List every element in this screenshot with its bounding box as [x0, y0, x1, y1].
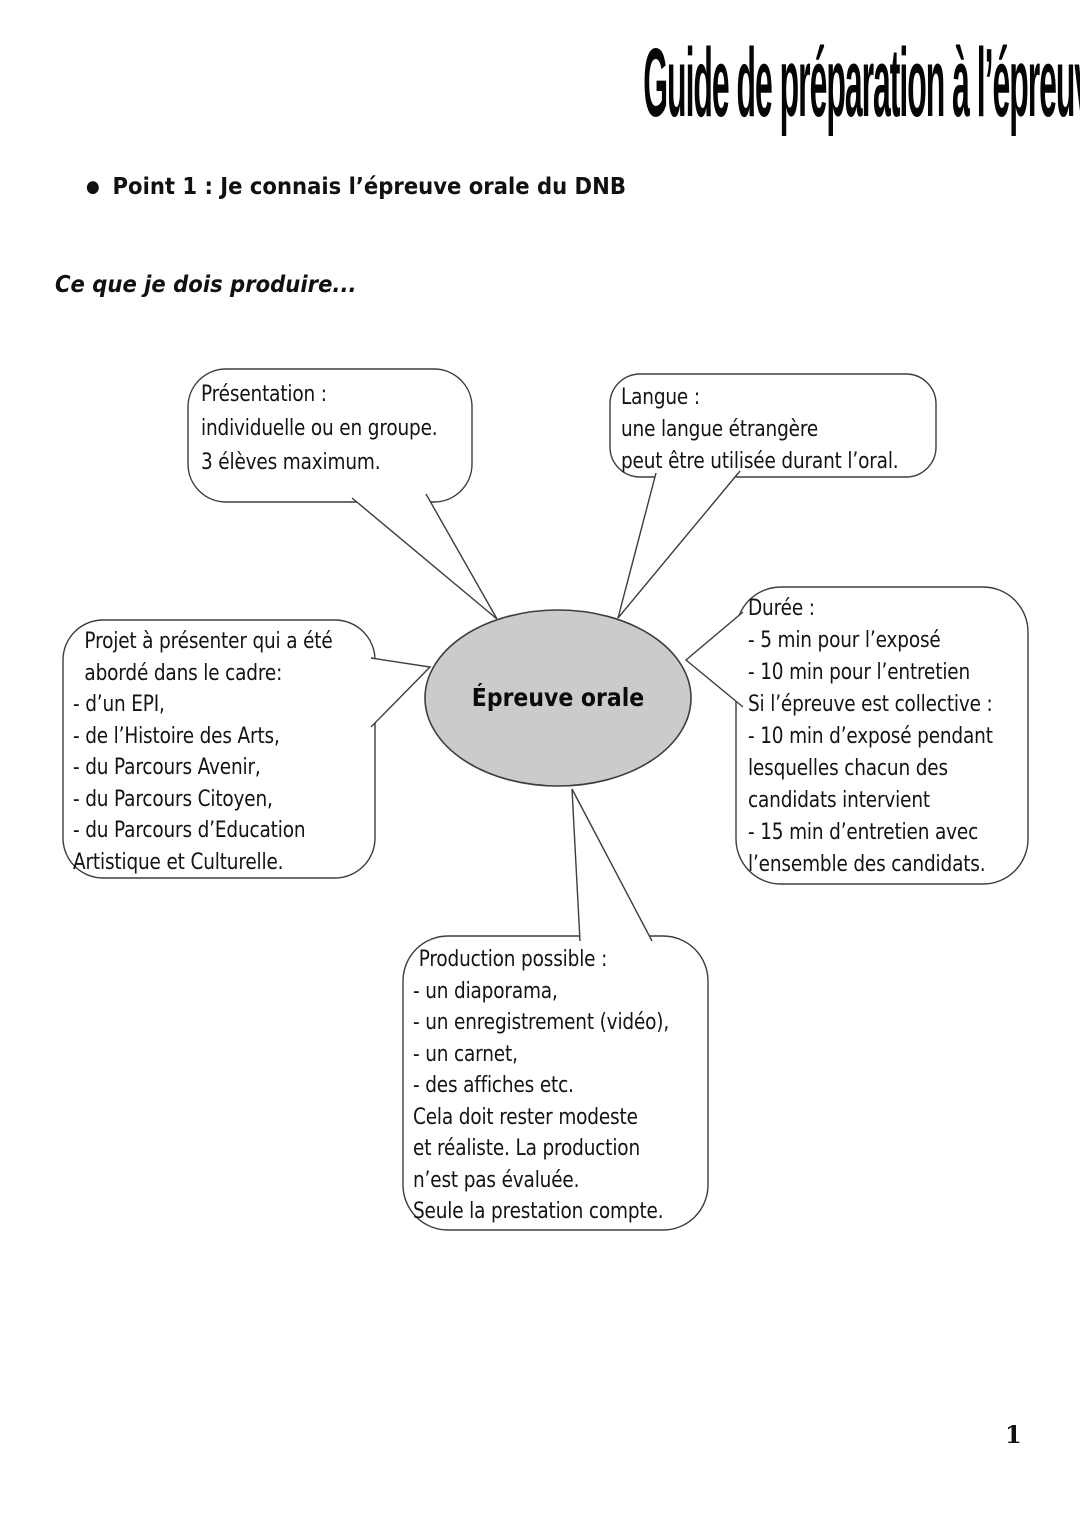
- bubble-production-text: Production possible : - un diaporama, - …: [413, 947, 670, 1224]
- speech-bubble-presentation: [187, 368, 473, 503]
- bubble-tail-projet: [370, 657, 432, 728]
- page-number: 1: [1005, 1420, 1022, 1449]
- bullet-icon: ●: [86, 176, 100, 197]
- bubble-duree-text: Durée : - 5 min pour l’exposé - 10 min p…: [748, 596, 993, 877]
- bubble-tail-langue: [617, 470, 741, 619]
- speech-bubble-projet: [62, 619, 376, 879]
- point-1-heading-text: Point 1 : Je connais l’épreuve orale du …: [112, 174, 626, 200]
- bubble-tail-production: [571, 788, 653, 942]
- speech-bubble-production: [402, 935, 709, 1231]
- document-title: Guide de préparation à l’épreuve orale d…: [643, 27, 1080, 137]
- bubble-tail-duree: [684, 611, 744, 708]
- section-subtitle: Ce que je dois produire...: [55, 272, 357, 298]
- center-oval: [424, 609, 692, 787]
- bubble-langue-text: Langue : une langue étrangère peut être …: [621, 385, 899, 474]
- bubble-presentation-text: Présentation : individuelle ou en groupe…: [201, 382, 438, 475]
- speech-bubble-langue: [609, 373, 937, 478]
- document-title-wrap: Guide de préparation à l’épreuve orale d…: [0, 33, 1080, 131]
- bubble-tail-presentation: [351, 493, 498, 620]
- point-1-heading: ● Point 1 : Je connais l’épreuve orale d…: [86, 174, 626, 200]
- center-oval-label: Épreuve orale: [471, 683, 645, 712]
- bubble-projet-text: Projet à présenter qui a été abordé dans…: [73, 629, 333, 875]
- speech-bubble-duree: [735, 586, 1029, 885]
